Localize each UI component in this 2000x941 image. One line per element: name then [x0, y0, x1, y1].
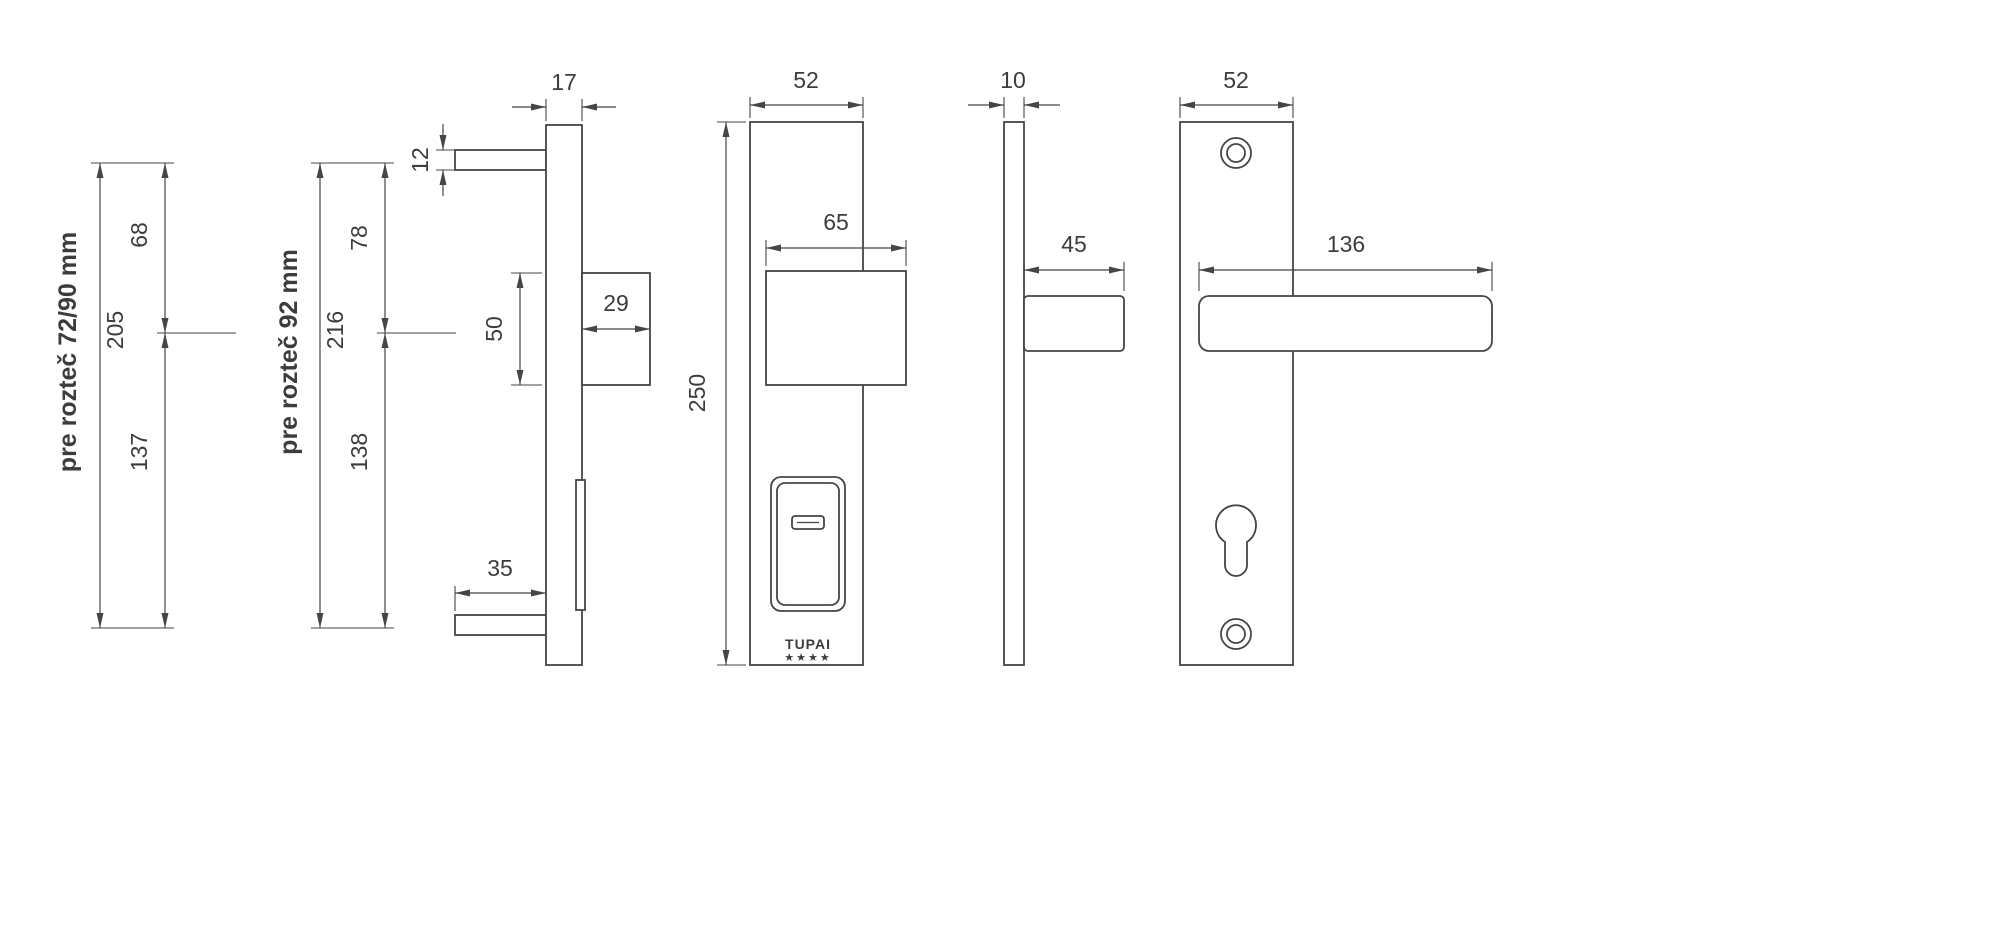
euro-cylinder-hole — [1215, 504, 1257, 577]
brand-logo-stars: ★★★★ — [784, 652, 831, 664]
dim-label-10: 10 — [1000, 67, 1026, 93]
dim-label-68: 68 — [126, 222, 152, 248]
dim-group-92: pre rozteč 92 mm 216 78 138 — [275, 162, 456, 629]
dim-label-250: 250 — [684, 374, 710, 412]
inner-side-view: 10 45 — [968, 67, 1125, 666]
outer-side-view: 17 12 29 50 35 — [407, 69, 651, 666]
knob-front — [765, 270, 907, 386]
security-rosette-inner — [776, 482, 840, 606]
inner-front-view: 52 136 — [1179, 67, 1493, 666]
dim-label-52-outer: 52 — [793, 67, 819, 93]
dim-label-78: 78 — [346, 225, 372, 251]
dim-label-52-inner: 52 — [1223, 67, 1249, 93]
screw-hole-top-inner — [1226, 143, 1246, 163]
inner-backplate-profile — [1003, 121, 1025, 666]
dim-label-205: 205 — [102, 311, 128, 349]
upper-spindle-profile — [454, 149, 547, 171]
dim-label-45: 45 — [1061, 231, 1087, 257]
dim-title-92: pre rozteč 92 mm — [275, 249, 303, 455]
outer-front-view: 52 250 65 TUPAI ★★★★ — [684, 67, 907, 666]
screw-hole-bottom-inner — [1226, 624, 1246, 644]
inner-backplate — [1179, 121, 1294, 666]
dim-title-72-90: pre rozteč 72/90 mm — [54, 232, 82, 472]
security-cover-profile — [575, 479, 586, 611]
dim-label-50: 50 — [481, 316, 507, 342]
lever-profile — [1023, 295, 1125, 352]
dim-label-12: 12 — [407, 147, 433, 173]
dim-label-136: 136 — [1327, 231, 1365, 257]
dim-label-29: 29 — [603, 290, 629, 316]
dim-label-17: 17 — [551, 69, 577, 95]
lever-handle — [1198, 295, 1493, 352]
dim-label-137: 137 — [126, 433, 152, 471]
dim-group-72-90: pre rozteč 72/90 mm 205 68 137 — [54, 162, 236, 629]
dim-label-35: 35 — [487, 555, 513, 581]
dim-label-216: 216 — [322, 311, 348, 349]
dim-label-65: 65 — [823, 209, 849, 235]
brand-logo-text: TUPAI — [785, 636, 831, 652]
dim-label-138: 138 — [346, 433, 372, 471]
lower-spindle-profile — [454, 614, 547, 636]
